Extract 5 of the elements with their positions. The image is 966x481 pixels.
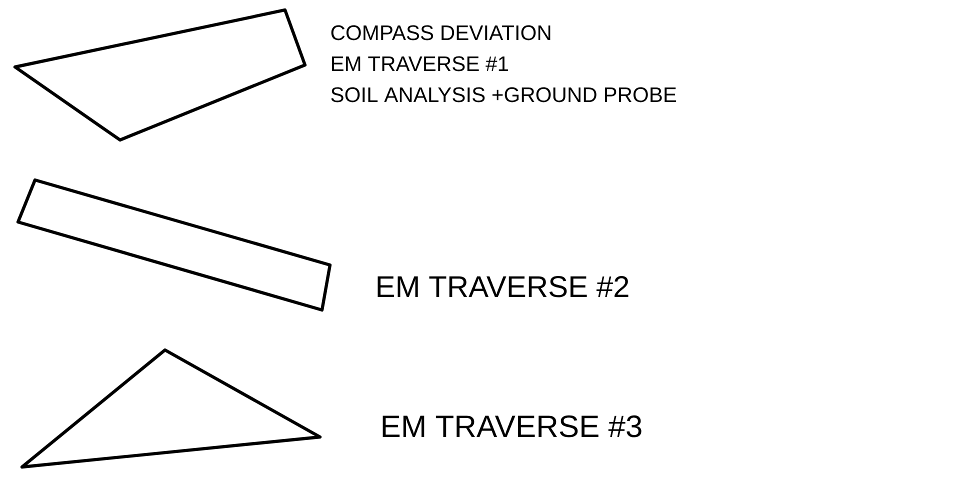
caption-text: EM TRAVERSE #3 xyxy=(382,415,642,438)
caption-text: COMPASS DEVIATION xyxy=(331,25,550,40)
caption-text: EM TRAVERSE #1 xyxy=(332,56,508,72)
caption-text: SOIL ANALYSIS +GROUND PROBE xyxy=(331,87,676,102)
caption-text: EM TRAVERSE #2 xyxy=(378,276,628,298)
